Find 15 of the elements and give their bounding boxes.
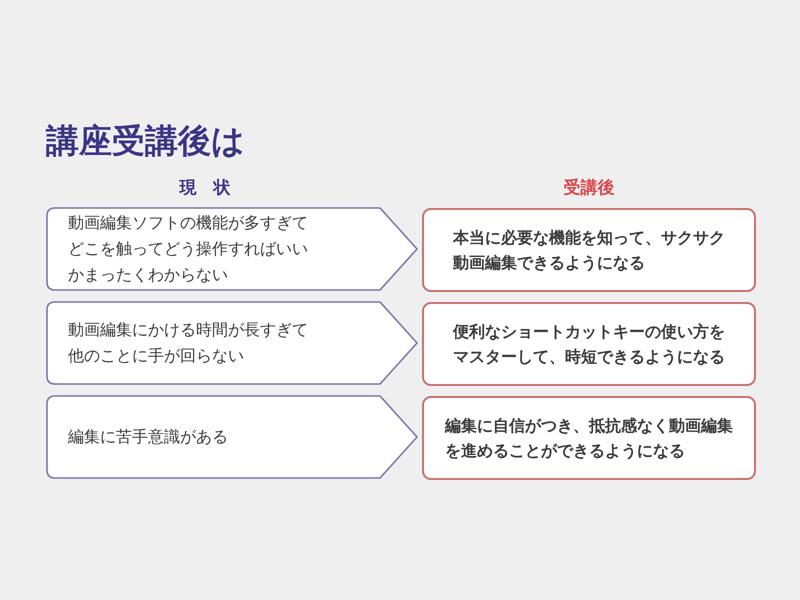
- problem-text: 編集に苦手意識がある: [68, 426, 229, 448]
- result-card: [422, 302, 756, 386]
- arrow-shaped-card: [46, 395, 418, 479]
- column-header: 現 状: [180, 177, 230, 200]
- arrow-shaped-card: [46, 207, 418, 291]
- result-text: 本当に必要な機能を知って、サクサク動画編集できるようになる: [453, 227, 725, 274]
- problem-text: 動画編集にかける時間が長すぎて他のことに手が回らない: [68, 319, 309, 367]
- arrow-shaped-card: [46, 301, 418, 385]
- result-text: 編集に自信がつき、抵抗感なく動画編集を進めることができるようになる: [445, 415, 733, 462]
- problem-text: 動画編集ソフトの機能が多すぎてどこを触ってどう操作すればいいかまったくわからない: [68, 212, 309, 286]
- result-card: [422, 208, 756, 292]
- title: 講座受講後は: [46, 120, 245, 162]
- result-card: [422, 396, 756, 480]
- result-text: 便利なショートカットキーの使い方をマスターして、時短できるようになる: [453, 321, 725, 368]
- column-header: 受講後: [564, 177, 614, 200]
